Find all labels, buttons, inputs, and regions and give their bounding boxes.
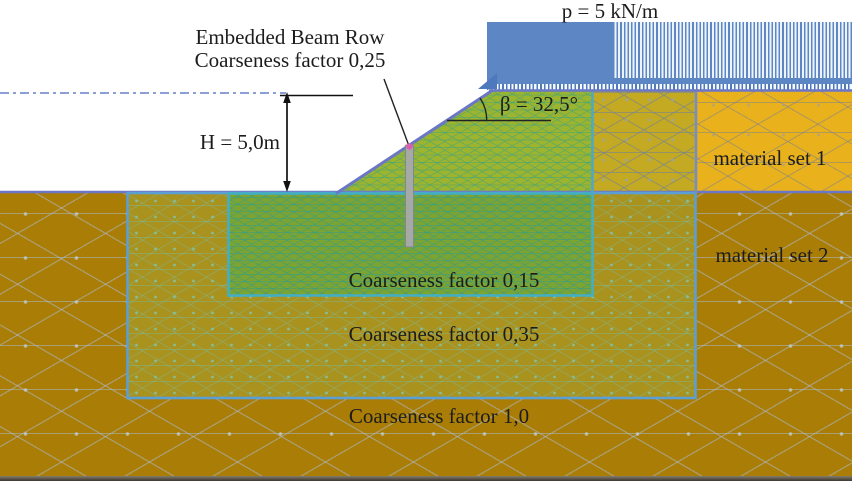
- slope-surface-line: [335, 88, 494, 195]
- height-arrowhead-top: [283, 92, 291, 103]
- pile-top-node: [406, 143, 413, 150]
- distributed-load-solid: [487, 22, 613, 84]
- beam-leader-line: [383, 78, 410, 147]
- distributed-load-arrowheads: [487, 84, 852, 90]
- model-bottom-boundary: [0, 476, 852, 481]
- slope-angle-label: β = 32,5°: [499, 92, 579, 116]
- load-left-arrow: [478, 73, 497, 89]
- beta-angle-arc: [479, 97, 488, 121]
- material-set-2-label: material set 2: [715, 243, 829, 267]
- embedded-beam-label-line1: Embedded Beam Row: [195, 25, 385, 49]
- embedded-beam-label-line2: Coarseness factor 0,25: [194, 48, 386, 72]
- material-set-1-region: [696, 90, 852, 193]
- distributed-load-arrows: [613, 22, 852, 84]
- coarseness-035-label: Coarseness factor 0,35: [348, 322, 540, 346]
- material-set-1-label: material set 1: [713, 146, 827, 170]
- embedded-beam-label: Embedded Beam Row Coarseness factor 0,25: [184, 26, 396, 72]
- height-arrowhead-bottom: [283, 181, 291, 192]
- phreatic-dash-line: [0, 91, 286, 94]
- embedded-beam-pile: [405, 144, 414, 248]
- surcharge-load-label: p = 5 kN/m: [561, 0, 659, 23]
- embankment-height-label: H = 5,0m: [199, 130, 280, 154]
- upper-layer-medium-mesh-region: [592, 90, 696, 193]
- coarseness-10-label: Coarseness factor 1,0: [348, 404, 530, 428]
- coarseness-015-label: Coarseness factor 0,15: [348, 268, 540, 292]
